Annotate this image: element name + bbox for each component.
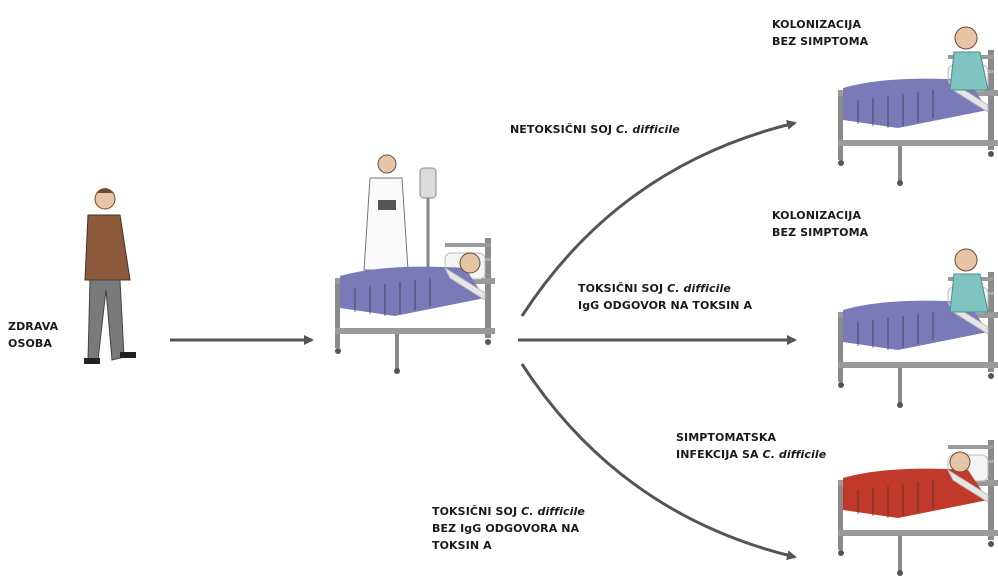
path-1-text: NETOKSIČNI SOJ [510,123,613,136]
healthy-label-line-1: ZDRAVA [8,320,59,333]
path-3-line-2: BEZ IgG ODGOVORA NA [432,522,580,535]
path-2-text: TOKSIČNI SOJ [578,282,664,295]
hospital-bed-icon [837,439,998,577]
person-walking-icon [84,188,136,364]
outcome-2-label: KOLONIZACIJA BEZ SIMPTOMA [772,207,868,241]
hospital-bed-icon [837,26,998,187]
outcome-2-line-1: KOLONIZACIJA [772,209,862,222]
outcome-3-species: C. difficile [762,448,827,461]
healthy-person-label: ZDRAVA OSOBA [8,318,58,352]
path-3-text: TOKSIČNI SOJ [432,505,518,518]
path-3-label: TOKSIČNI SOJ C. difficile BEZ IgG ODGOVO… [432,503,585,554]
doctor-icon [363,154,409,271]
arrow-to-outcome-3 [520,363,797,560]
hospital-bed-icon [334,237,496,375]
path-3-line-3: TOKSIN A [432,539,492,552]
path-2-line-2: IgG ODGOVOR NA TOKSIN A [578,299,753,312]
path-1-label: NETOKSIČNI SOJ C. difficile [510,121,680,138]
path-2-species: C. difficile [667,282,731,295]
outcome-3-line-1: SIMPTOMATSKA [676,431,777,444]
path-2-label: TOKSIČNI SOJ C. difficile IgG ODGOVOR NA… [578,280,752,314]
arrow-to-outcome-1 [520,120,797,317]
outcome-3-label: SIMPTOMATSKA INFEKCIJA SA C. difficile [676,429,826,463]
outcome-2-line-2: BEZ SIMPTOMA [772,226,869,239]
healthy-label-line-2: OSOBA [8,337,53,350]
outcome-1-line-2: BEZ SIMPTOMA [772,35,869,48]
path-3-species: C. difficile [521,505,585,518]
outcome-1-line-1: KOLONIZACIJA [772,18,862,31]
outcome-1-label: KOLONIZACIJA BEZ SIMPTOMA [772,16,868,50]
path-1-species: C. difficile [616,123,680,136]
iv-drip-icon [419,167,437,270]
hospital-bed-icon [837,248,998,409]
outcome-3-text: INFEKCIJA SA [676,448,759,461]
